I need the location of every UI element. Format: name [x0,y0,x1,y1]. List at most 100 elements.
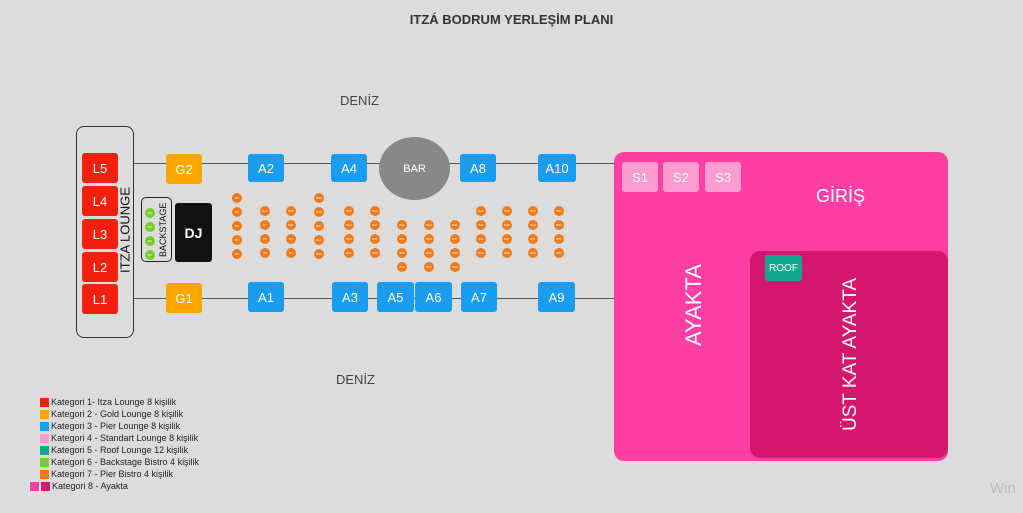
legend-swatch [41,481,50,491]
pier-bistro-table[interactable]: B9 [286,234,296,244]
pier-bistro-table[interactable]: B35 [424,248,434,258]
itza-lounge-l4[interactable]: L4 [82,186,118,216]
pier-lounge-a8[interactable]: A8 [460,154,496,182]
pier-bistro-table[interactable]: B23 [344,234,354,244]
legend-label: Kategori 2 - Gold Lounge 8 kişilik [51,409,184,419]
pier-bistro-table[interactable]: B39 [450,248,460,258]
pier-lounge-a4[interactable]: A4 [331,154,367,182]
gold-lounge-g2[interactable]: G2 [166,154,202,184]
pier-bistro-table[interactable]: B10 [260,206,270,216]
pier-bistro-table[interactable]: B51 [528,234,538,244]
standart-lounge-s2[interactable]: S2 [663,162,699,192]
sea-label-bottom: DENİZ [336,372,375,387]
pier-bistro-table[interactable]: B33 [424,234,434,244]
legend-item: Kategori 1- Itza Lounge 8 kişilik [30,396,199,408]
pier-bistro-table[interactable]: B50 [528,206,538,216]
pier-bistro-table[interactable]: B17 [314,221,324,231]
pier-bistro-table[interactable]: B21 [344,248,354,258]
pier-bistro-table[interactable]: B1 [232,249,242,259]
pier-bistro-table[interactable]: B5 [260,234,270,244]
dj-booth: DJ [175,203,212,262]
legend-swatch [40,409,49,419]
legend-item: Kategori 3 - Pier Lounge 8 kişilik [30,420,199,432]
pier-lounge-a10[interactable]: A10 [538,154,576,182]
pier-bistro-table[interactable]: B41 [476,220,486,230]
pier-bistro-table[interactable]: B42 [476,206,486,216]
pier-bistro-table[interactable]: B40 [450,262,460,272]
pier-bistro-table[interactable]: B11 [286,220,296,230]
pier-line-top [133,163,615,164]
backstage-bistro-b4[interactable]: B4 [145,208,155,218]
pier-bistro-table[interactable]: B38 [450,220,460,230]
pier-bistro-table[interactable]: B4 [232,221,242,231]
standart-lounge-s1[interactable]: S1 [622,162,658,192]
pier-lounge-a5[interactable]: A5 [377,282,414,312]
pier-bistro-table[interactable]: B47 [502,234,512,244]
pier-bistro-table[interactable]: B52 [528,248,538,258]
legend-label: Kategori 4 - Standart Lounge 8 kişilik [51,433,199,443]
pier-bistro-table[interactable]: B28 [370,248,380,258]
itza-lounge-area [76,126,134,338]
pier-bistro-table[interactable]: B29 [397,248,407,258]
legend-item: Kategori 5 - Roof Lounge 12 kişilik [30,444,199,456]
pier-lounge-a6[interactable]: A6 [415,282,452,312]
standart-lounge-s3[interactable]: S3 [705,162,741,192]
backstage-bistro-b3[interactable]: B3 [145,222,155,232]
pier-bistro-table[interactable]: B44 [476,248,486,258]
backstage-area [141,197,172,262]
pier-bistro-table[interactable]: B31 [397,234,407,244]
pier-lounge-a2[interactable]: A2 [248,154,284,182]
pier-bistro-table[interactable]: B24 [344,220,354,230]
roof-lounge[interactable]: ROOF [765,255,802,281]
itza-lounge-l5[interactable]: L5 [82,153,118,183]
pier-lounge-a9[interactable]: A9 [538,282,575,312]
sea-label-top: DENİZ [340,93,379,108]
legend-item: Kategori 2 - Gold Lounge 8 kişilik [30,408,199,420]
pier-bistro-table[interactable]: B37 [450,234,460,244]
pier-bistro-table[interactable]: B48 [502,248,512,258]
pier-bistro-table[interactable]: B45 [502,220,512,230]
pier-bistro-table[interactable]: B54 [554,206,564,216]
pier-bistro-table[interactable]: B8 [232,193,242,203]
upper-floor-area[interactable] [750,251,948,458]
itza-lounge-l1[interactable]: L1 [82,284,118,314]
pier-bistro-table[interactable]: B13 [286,206,296,216]
bar: BAR [379,137,450,200]
pier-bistro-table[interactable]: B55 [554,234,564,244]
standing-label: AYAKTA [681,264,706,346]
pier-bistro-table[interactable]: B43 [476,234,486,244]
gold-lounge-g1[interactable]: G1 [166,283,202,313]
pier-bistro-table[interactable]: B27 [370,220,380,230]
pier-lounge-a3[interactable]: A3 [332,282,368,312]
pier-bistro-table[interactable]: B32 [397,262,407,272]
pier-bistro-table[interactable]: B3 [260,248,270,258]
pier-bistro-table[interactable]: B20 [314,193,324,203]
pier-bistro-table[interactable]: B25 [370,234,380,244]
backstage-label: BACKSTAGE [158,202,168,257]
pier-bistro-table[interactable]: B34 [424,220,434,230]
pier-bistro-table[interactable]: B36 [424,262,434,272]
pier-bistro-table[interactable]: B7 [286,248,296,258]
itza-lounge-l3[interactable]: L3 [82,219,118,249]
itza-lounge-l2[interactable]: L2 [82,252,118,282]
backstage-bistro-b2[interactable]: B2 [145,236,155,246]
pier-bistro-table[interactable]: B46 [502,206,512,216]
pier-bistro-table[interactable]: B6 [232,207,242,217]
pier-bistro-table[interactable]: B49 [528,220,538,230]
pier-lounge-a7[interactable]: A7 [461,282,497,312]
pier-bistro-table[interactable]: B2 [232,235,242,245]
pier-bistro-table[interactable]: B56 [554,248,564,258]
backstage-bistro-b1[interactable]: B1 [145,250,155,260]
pier-bistro-table[interactable]: B30 [397,220,407,230]
legend-label: Kategori 6 - Backstage Bistro 4 kişilik [51,457,200,467]
page-title: ITZÁ BODRUM YERLEŞİM PLANI [409,12,614,27]
pier-bistro-table[interactable]: B26 [370,206,380,216]
pier-bistro-table[interactable]: B7 [260,220,270,230]
pier-bistro-table[interactable]: B16 [314,235,324,245]
pier-bistro-table[interactable]: B18 [314,207,324,217]
pier-bistro-table[interactable]: B53 [554,220,564,230]
pier-bistro-table[interactable]: B22 [344,206,354,216]
pier-bistro-table[interactable]: B15 [314,249,324,259]
pier-lounge-a1[interactable]: A1 [248,282,284,312]
